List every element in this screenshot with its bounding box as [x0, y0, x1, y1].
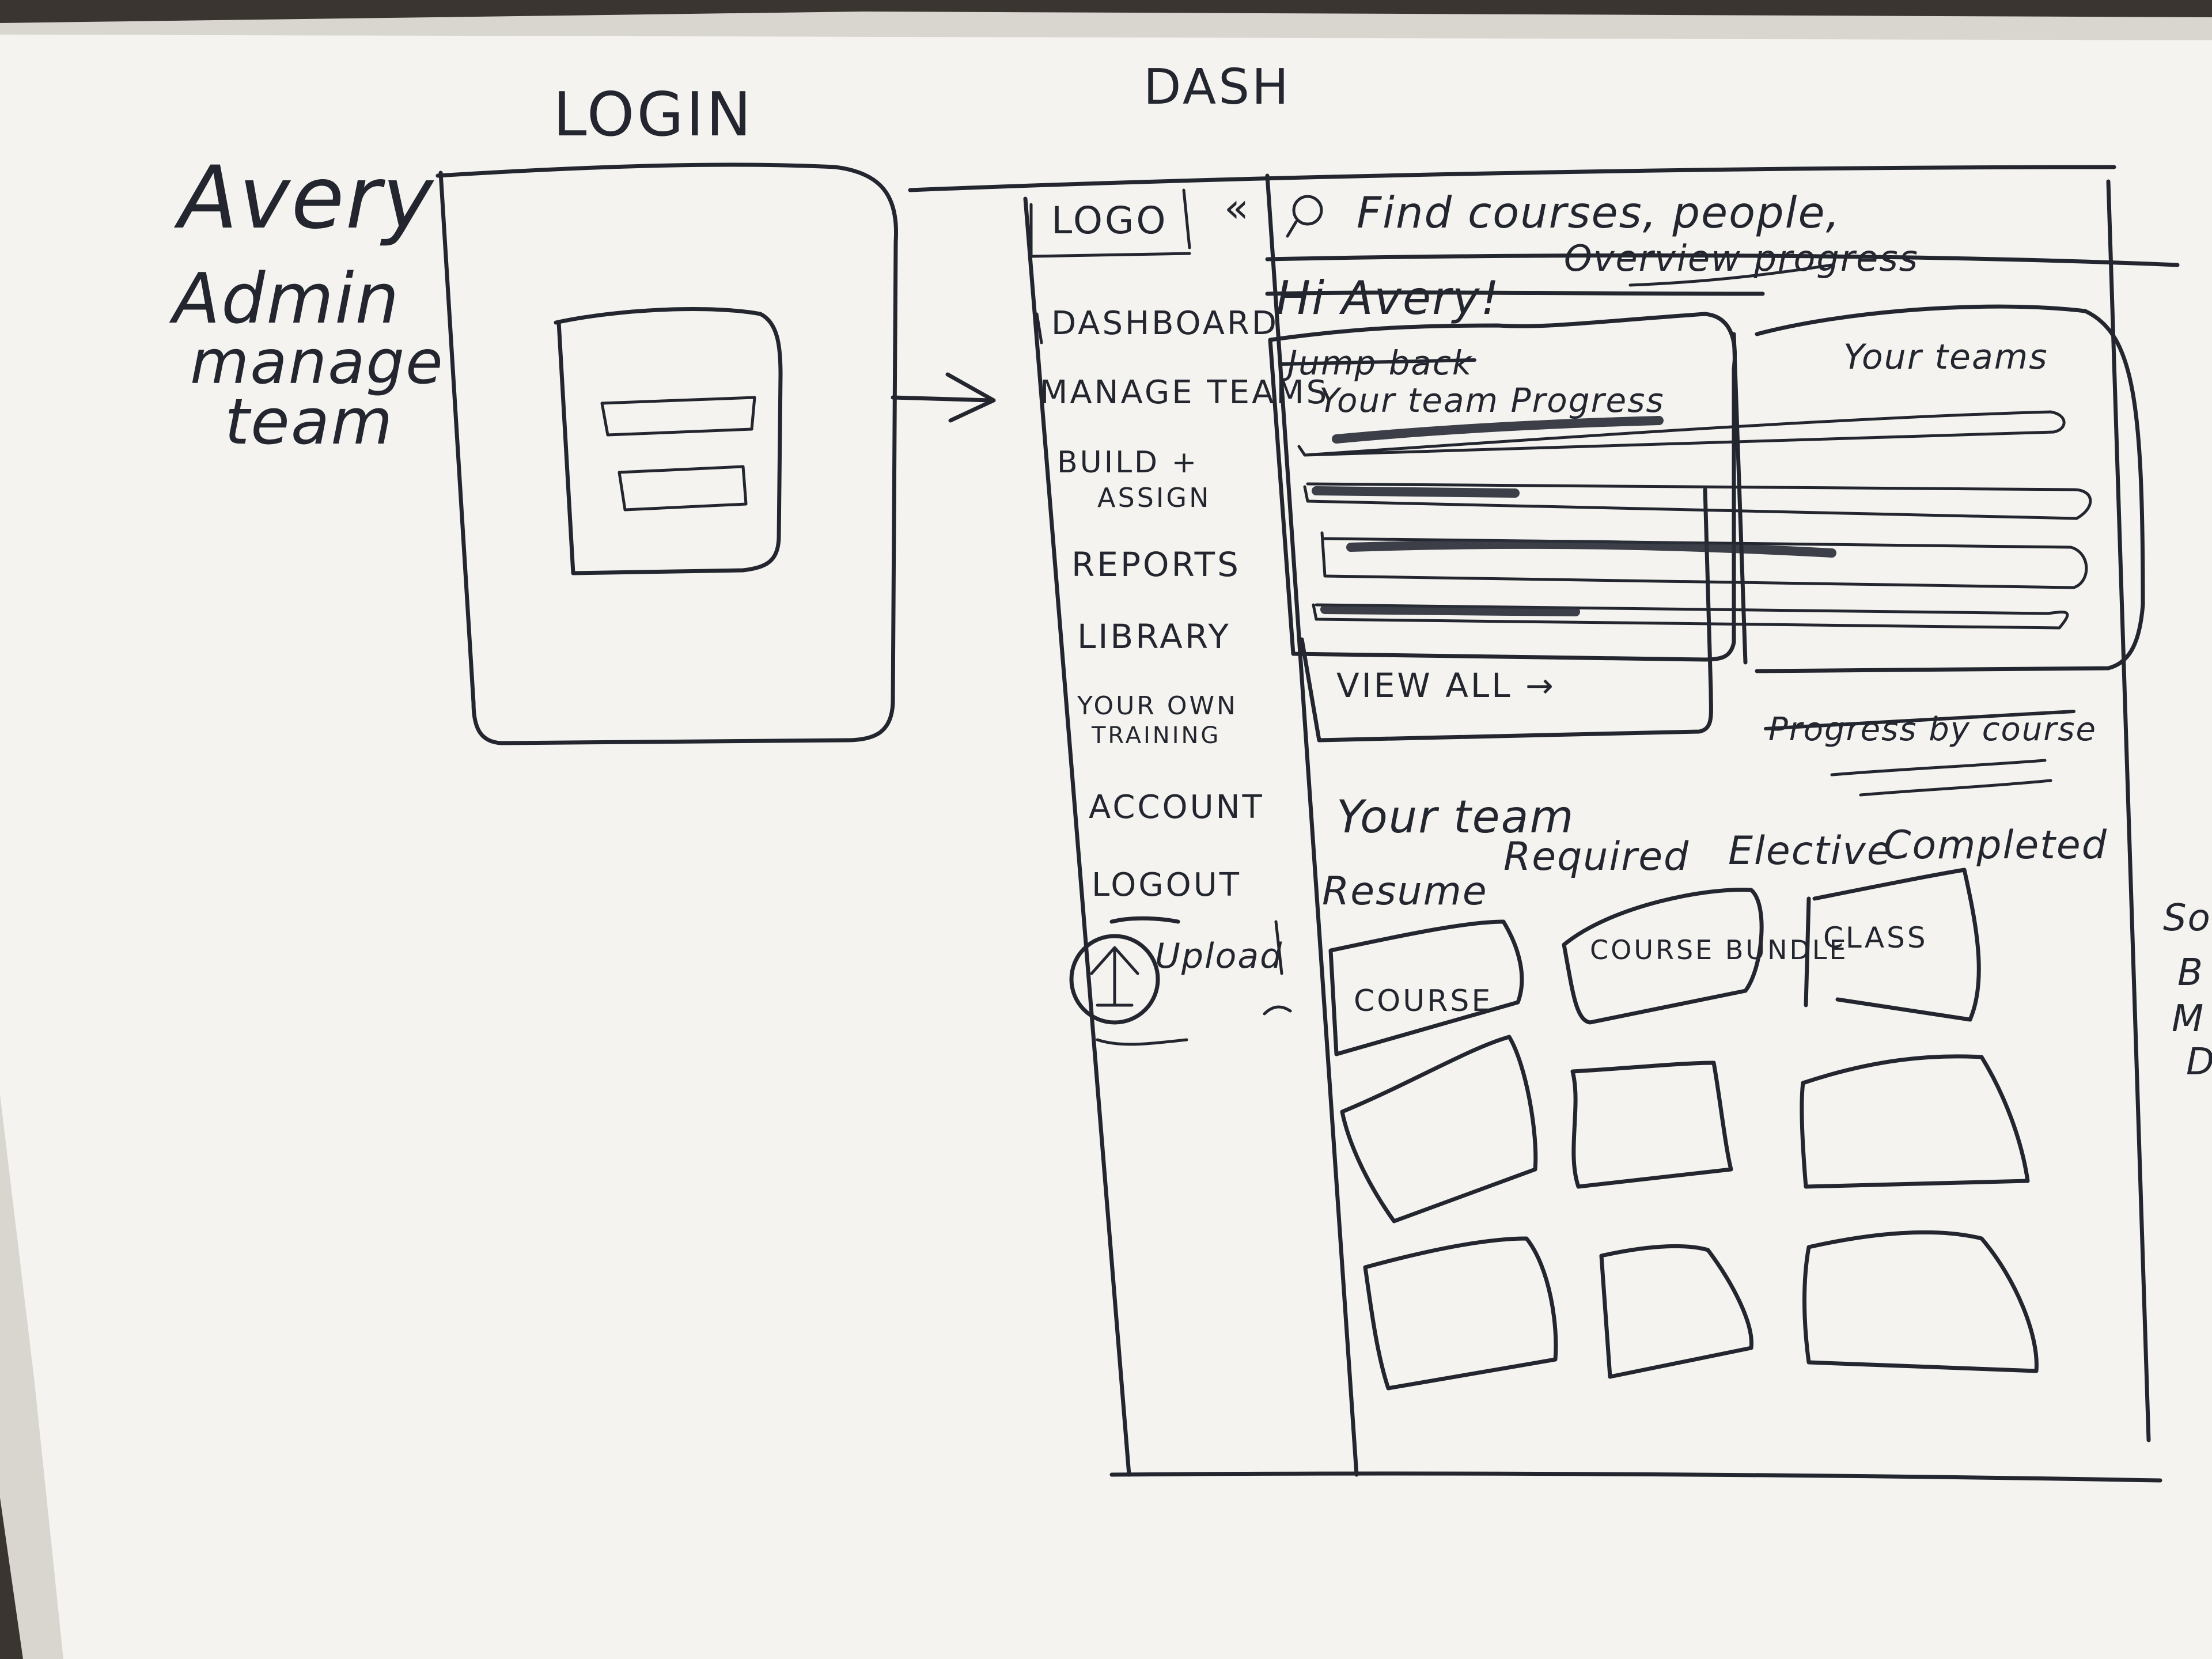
course-card[interactable]: COURSE: [1328, 919, 1524, 1056]
card-placeholder[interactable]: [1800, 1054, 2030, 1189]
upload-icon: [1069, 934, 1160, 1025]
card-placeholder[interactable]: [1340, 1035, 1538, 1224]
course-bundle-card-label-line1: COURSE BUNDLE: [1590, 934, 1849, 965]
login-password-field[interactable]: [618, 465, 748, 512]
sidebar-item-logout[interactable]: LOGOUT: [1092, 866, 1241, 904]
top-search[interactable]: Find courses, people,: [1286, 187, 1841, 238]
sidebar-header: LOGO «: [1029, 184, 1251, 258]
progress-row[interactable]: [1312, 603, 2069, 630]
your-teams-panel: Your teams Progress by course: [1732, 304, 2145, 797]
course-bundle-card[interactable]: COURSE BUNDLE: [1562, 888, 1849, 1025]
card-placeholder[interactable]: [1599, 1244, 1753, 1379]
progress-row[interactable]: [1297, 410, 2066, 457]
persona-name: Avery: [174, 148, 434, 248]
login-form-card: [554, 307, 783, 575]
cutoff-note-2: B: [2177, 952, 2204, 994]
upload-label: Upload: [1155, 936, 1283, 976]
cutoff-note-3: M: [2172, 998, 2205, 1040]
sidebar-item-account[interactable]: ACCOUNT: [1089, 789, 1264, 826]
progress-row[interactable]: [1303, 482, 2092, 520]
login-frame: [435, 162, 899, 745]
persona-role-line1: Admin: [169, 259, 400, 339]
sidebar-item-assign[interactable]: ASSIGN: [1097, 482, 1211, 513]
search-input[interactable]: Find courses, people,: [1357, 187, 1841, 238]
your-teams-title: Your teams: [1843, 337, 2048, 377]
header-divider: [1265, 253, 2180, 267]
progress-panel-lower: [1300, 487, 1713, 743]
dash-bottom-border: [1109, 1471, 2162, 1483]
sidebar-item-your-own[interactable]: YOUR OWN: [1077, 691, 1238, 721]
paper-sheet: [0, 35, 2212, 1659]
sidebar-item-dashboard[interactable]: DASHBOARD: [1051, 305, 1279, 342]
cutoff-note-1: So: [2163, 897, 2211, 940]
card-placeholder[interactable]: [1570, 1060, 1733, 1189]
dash-top-border: [908, 165, 2116, 192]
login-screen: LOGIN: [435, 79, 899, 745]
filter-tab-required[interactable]: Required: [1503, 834, 1690, 880]
persona-note: Avery Admin manage team: [169, 148, 444, 459]
sidebar-item-library[interactable]: LIBRARY: [1077, 617, 1231, 656]
persona-role-line2: manage: [190, 327, 444, 397]
progress-by-course-link[interactable]: Progress by course: [1768, 711, 2097, 748]
dash-right-border: [2106, 179, 2151, 1442]
login-title: LOGIN: [553, 79, 753, 150]
class-card-label: CLASS: [1823, 921, 1928, 955]
dash-left-border: [1023, 196, 1131, 1477]
progress-panel-title: Your team Progress: [1319, 381, 1665, 420]
persona-role-line3: team: [225, 385, 393, 459]
progress-row[interactable]: [1320, 531, 2088, 589]
sidebar-item-training[interactable]: TRAINING: [1091, 722, 1221, 749]
filter-tab-elective[interactable]: Elective: [1728, 828, 1892, 874]
cutoff-notes: So B M D: [2163, 897, 2212, 1084]
view-all-link[interactable]: VIEW ALL →: [1336, 666, 1556, 705]
card-placeholder[interactable]: [1802, 1230, 2039, 1373]
sidebar-divider: [1265, 173, 1359, 1477]
filter-tab-resume[interactable]: Resume: [1322, 869, 1488, 914]
search-icon: [1292, 195, 1323, 226]
your-team-title: Your team: [1336, 791, 1574, 843]
your-team-section: Your team Resume Required Elective Compl…: [1322, 791, 2108, 914]
greeting-divider: [1265, 290, 1765, 296]
card-placeholder[interactable]: [1363, 1236, 1558, 1391]
sidebar-item-build[interactable]: BUILD +: [1057, 445, 1199, 480]
sidebar-item-manage-teams[interactable]: MANAGE TEAMS: [1040, 374, 1329, 411]
filter-tab-completed[interactable]: Completed: [1884, 823, 2108, 868]
logo: LOGO: [1051, 199, 1168, 243]
sidebar-nav: DASHBOARD MANAGE TEAMS BUILD + ASSIGN RE…: [1035, 305, 1329, 904]
card-grid: COURSE COURSE BUNDLE CLASS: [1328, 868, 2039, 1391]
dash-screen: DASH LOGO « DASHBOARD MANAGE TEAMS BUILD…: [908, 59, 2212, 1483]
login-username-field[interactable]: [600, 396, 756, 437]
dash-title: DASH: [1143, 59, 1291, 116]
cutoff-note-4: D: [2186, 1041, 2212, 1084]
overview-progress-label: Overview progress: [1564, 237, 1919, 279]
team-progress-panel: Jump back Your team Progress VIEW ALL →: [1268, 312, 2092, 743]
flow-arrow: [891, 372, 996, 423]
course-card-label: COURSE: [1354, 984, 1493, 1018]
collapse-sidebar-button[interactable]: «: [1224, 184, 1251, 232]
sidebar-item-reports[interactable]: REPORTS: [1071, 545, 1241, 584]
greeting: Hi Avery!: [1276, 271, 1500, 325]
upload-button[interactable]: Upload: [1069, 916, 1292, 1046]
class-card[interactable]: CLASS: [1804, 868, 1981, 1022]
